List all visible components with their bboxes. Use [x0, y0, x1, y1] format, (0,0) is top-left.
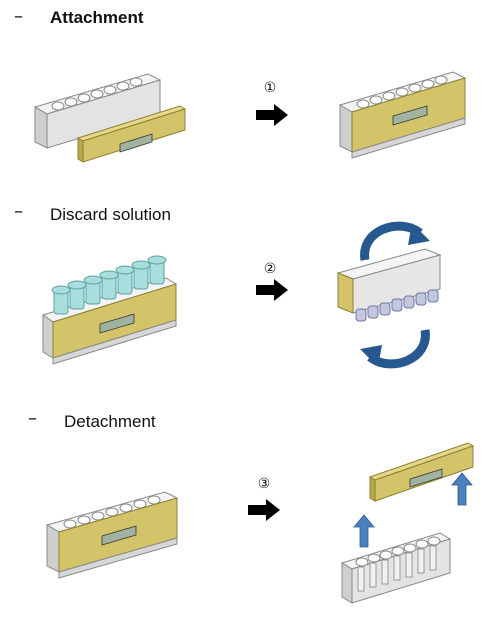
detached-lid [76, 105, 187, 163]
section-attachment: – Attachment ① [0, 0, 500, 190]
attached-block-illustration [45, 491, 179, 579]
lifted-lid [368, 442, 475, 502]
right-arrow-icon [248, 499, 280, 521]
right-arrow-icon [256, 279, 288, 301]
step-number-3: ③ [257, 476, 271, 492]
heading-attachment: Attachment [50, 8, 144, 27]
attachment-after-illustration [338, 71, 467, 159]
inverted-block-illustration [336, 221, 442, 369]
filled-block-illustration [41, 255, 178, 365]
tube-block [340, 532, 452, 604]
up-arrow-icon [451, 472, 473, 506]
right-arrow-icon [256, 104, 288, 126]
up-arrow-icon [353, 514, 375, 548]
section-detachment: – Detachment ③ [0, 400, 500, 625]
heading-detachment: Detachment [64, 412, 156, 431]
detached-parts-illustration [340, 442, 475, 604]
rotate-arrow-icon [360, 221, 430, 261]
bullet-dash: – [14, 6, 23, 27]
rotate-arrow-icon [360, 329, 430, 369]
step-number-2: ② [263, 261, 277, 277]
heading-discard-solution: Discard solution [50, 205, 171, 224]
step-number-1: ① [263, 80, 277, 96]
bullet-dash: – [14, 201, 23, 222]
section-discard-solution: – Discard solution ② [0, 195, 500, 395]
tube-block [33, 73, 162, 149]
bullet-dash: – [28, 408, 37, 429]
attachment-before-illustration [33, 73, 187, 163]
